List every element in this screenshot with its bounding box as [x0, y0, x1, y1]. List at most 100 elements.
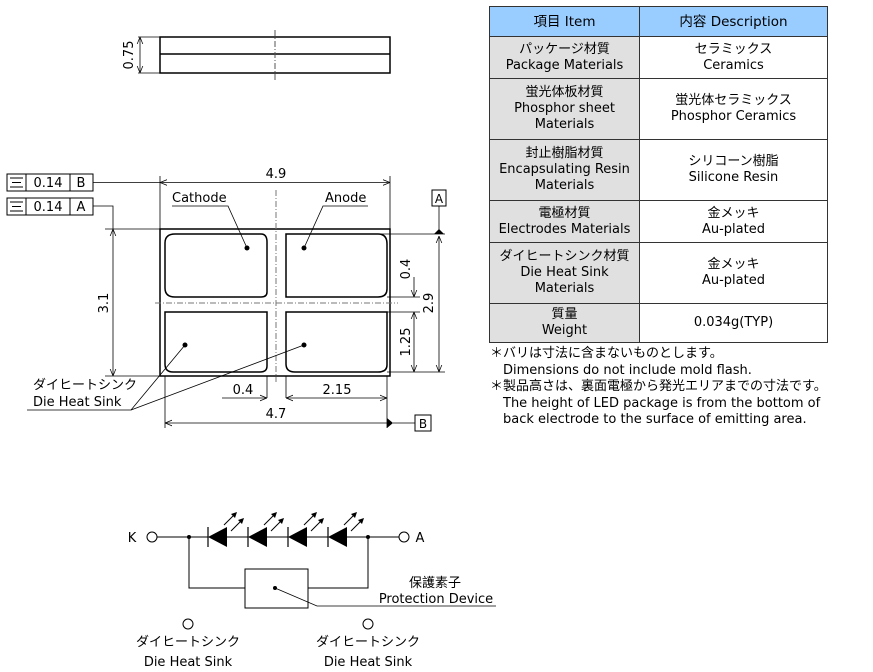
description-line: Ceramics — [703, 57, 764, 73]
tolerance-value: 0.14 — [34, 200, 63, 215]
heat-sink-label-en: Die Heat Sink — [144, 655, 233, 670]
led-diode — [207, 512, 248, 547]
led-diode — [247, 512, 288, 547]
heat-sink-label-en: Die Heat Sink — [33, 395, 122, 410]
item-line: 質量 — [551, 307, 578, 322]
item-line: Materials — [534, 117, 595, 132]
anode-label: Anode — [325, 191, 366, 206]
item-line: ダイヒートシンク材質 — [499, 249, 630, 264]
heat-sink-label-jp: ダイヒートシンク — [33, 378, 137, 393]
item-line: Encapsulating Resin — [499, 162, 630, 177]
item-line: Package Materials — [505, 57, 624, 73]
note-1: ＊バリは寸法に含まないものとします。 Dimensions do not inc… — [490, 346, 827, 379]
description-line: Au-plated — [701, 273, 765, 288]
table-header-row: 項目 Item 内容 Description — [489, 6, 828, 37]
heat-sink-pad-right — [285, 311, 388, 373]
heat-sink-terminal — [182, 618, 194, 630]
pad-height-dim: 1.25 — [399, 328, 414, 357]
item-line: Weight — [541, 323, 588, 338]
description-line: Silicone Resin — [688, 170, 779, 185]
gap-x-dim: 0.4 — [233, 383, 254, 398]
item-line: 電極材質 — [538, 205, 591, 221]
pad-width-dim: 2.15 — [323, 383, 352, 398]
anode-pad — [285, 233, 388, 298]
light-emission-arrow-icon — [310, 518, 324, 532]
terminal-k — [146, 531, 158, 543]
description-line: セラミックス — [694, 41, 773, 57]
datum-a-label: A — [435, 192, 444, 206]
cathode-label: Cathode — [172, 191, 227, 206]
symmetry-icon — [10, 177, 23, 188]
side-height-dim: 0.75 — [122, 41, 137, 70]
light-emission-arrow-icon — [303, 512, 317, 526]
item-line: Electrodes Materials — [498, 221, 631, 237]
pad-span-height-dim: 2.9 — [422, 293, 437, 314]
terminal-a-label: A — [416, 531, 425, 546]
circuit-diagram: K A 保護素子 Protection Device ダイヒートシンク Die … — [128, 512, 496, 670]
description-line: Phosphor Ceramics — [670, 109, 797, 124]
symmetry-icon — [10, 201, 23, 212]
note-jp: ＊バリは寸法に含まないものとします。 — [490, 346, 723, 361]
light-emission-arrow-icon — [263, 512, 277, 526]
description-line: シリコーン樹脂 — [688, 154, 779, 169]
description-line: 蛍光体セラミックス — [675, 93, 792, 108]
tolerance-datum: A — [77, 200, 86, 215]
heat-sink-label-jp: ダイヒートシンク — [136, 635, 240, 650]
light-emission-arrow-icon — [350, 518, 364, 532]
item-line: Materials — [534, 281, 595, 296]
tolerance-frame-b: 0.14 B — [6, 173, 160, 192]
protection-label-jp: 保護素子 — [409, 575, 461, 591]
pad-span-width-dim: 4.7 — [266, 407, 287, 422]
item-line: パッケージ材質 — [519, 41, 610, 57]
description-cell: 0.034g(TYP) — [639, 303, 828, 343]
tolerance-datum: B — [77, 176, 86, 191]
heat-sink-label-jp: ダイヒートシンク — [316, 635, 420, 650]
light-emission-arrow-icon — [343, 512, 357, 526]
tolerance-value: 0.14 — [34, 176, 63, 191]
terminal-k-label: K — [128, 531, 137, 546]
note-jp: ＊製品高さは、裏面電極から発光エリアまでの寸法です。 — [490, 379, 827, 394]
heat-sink-label-en: Die Heat Sink — [324, 655, 413, 670]
overall-width-dim: 4.9 — [266, 167, 287, 182]
description-line: 金メッキ — [707, 205, 760, 221]
heat-sink-pad-left — [164, 311, 268, 373]
item-line: Die Heat Sink — [520, 265, 609, 280]
gap-y-dim: 0.4 — [399, 259, 414, 280]
side-view-body — [159, 36, 391, 74]
item-line: Phosphor sheet — [514, 101, 615, 116]
light-emission-arrow-icon — [230, 518, 244, 532]
led-diode — [327, 512, 368, 547]
description-line: 0.034g(TYP) — [693, 315, 774, 330]
description-line: Au-plated — [701, 221, 765, 237]
note-en: The height of LED package is from the bo… — [503, 395, 821, 411]
item-line: 封止樹脂材質 — [525, 146, 604, 161]
light-emission-arrow-icon — [270, 518, 284, 532]
tolerance-frame-a: 0.14 A — [6, 197, 114, 229]
note-en: Dimensions do not include mold flash. — [503, 362, 752, 378]
item-line: Materials — [534, 178, 595, 193]
notes: ＊バリは寸法に含まないものとします。 Dimensions do not inc… — [490, 346, 827, 429]
header-item: 項目 Item — [489, 6, 640, 37]
side-view: 0.75 — [122, 30, 391, 80]
terminal-a — [398, 531, 410, 543]
header-description: 内容 Description — [639, 6, 828, 37]
description-line: 金メッキ — [707, 257, 760, 272]
